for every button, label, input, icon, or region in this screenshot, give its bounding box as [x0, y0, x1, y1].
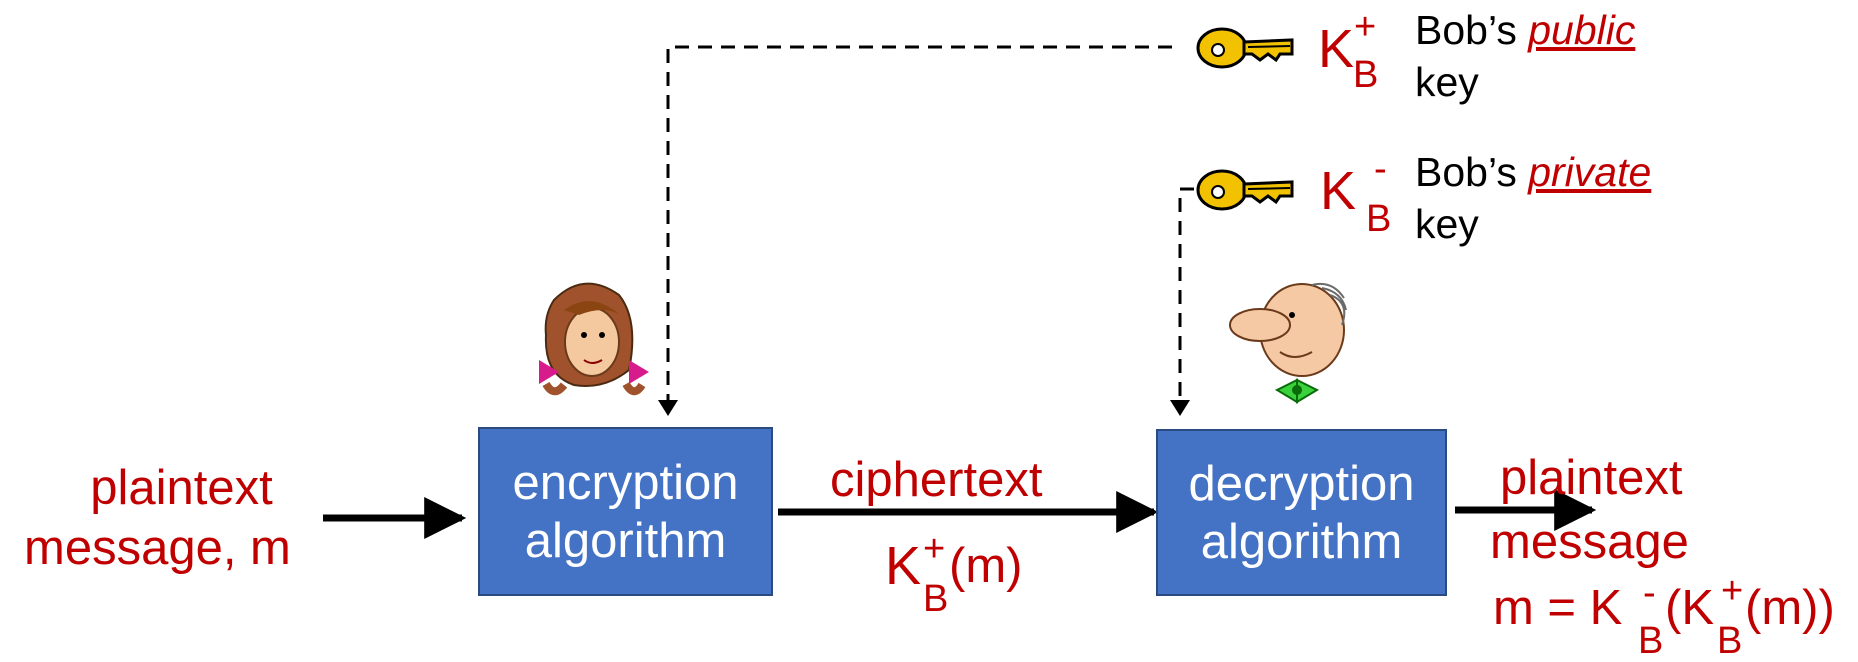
- private-key-sup: -: [1374, 148, 1387, 190]
- alice-face-icon: [539, 282, 649, 396]
- ciphertext-k-sub: B: [923, 578, 949, 620]
- public-key-kind: public: [1528, 7, 1636, 53]
- public-key-owner: Bob’s: [1415, 7, 1529, 53]
- ciphertext-formula: K + B (m): [885, 530, 1025, 620]
- encrypt-line2: algorithm: [524, 513, 727, 568]
- private-key-owner: Bob’s: [1415, 149, 1529, 195]
- ciphertext-label: ciphertext: [830, 453, 1043, 507]
- output-formula: m = K - B (K + B (m)): [1493, 572, 1853, 660]
- private-key-description: Bob’s private key: [1415, 146, 1651, 250]
- output-open: (K: [1665, 581, 1714, 635]
- output-sup2: +: [1721, 570, 1744, 612]
- input-label: plaintext: [64, 460, 299, 516]
- private-key-k: K: [1320, 161, 1357, 221]
- input-line2: message, m: [24, 521, 291, 575]
- input-label-2: message, m: [24, 520, 291, 576]
- ciphertext-arg: (m): [949, 539, 1023, 593]
- key-icon: [1196, 169, 1294, 211]
- decrypt-line1: decryption: [1188, 456, 1415, 511]
- private-key-symbol: K - B: [1320, 148, 1392, 240]
- public-key-word: key: [1415, 59, 1479, 105]
- ciphertext-k: K: [885, 536, 922, 596]
- output-close: (m)): [1745, 581, 1835, 635]
- key-icon: [1196, 27, 1294, 69]
- public-key-k: K: [1318, 19, 1355, 79]
- output-line2: message: [1490, 515, 1689, 569]
- output-sup1: -: [1643, 572, 1656, 614]
- encryption-algorithm-box: encryption algorithm: [478, 427, 773, 596]
- public-key-symbol: K + B: [1318, 8, 1388, 98]
- encrypt-line1: encryption: [512, 455, 739, 510]
- output-eq-prefix: m = K: [1493, 581, 1623, 635]
- private-key-kind: private: [1528, 149, 1652, 195]
- output-line1: plaintext: [1500, 451, 1683, 505]
- output-sub1: B: [1638, 620, 1664, 662]
- public-key-sub: B: [1353, 54, 1379, 96]
- bob-face-icon: [1229, 282, 1347, 404]
- input-line1: plaintext: [90, 461, 273, 515]
- output-sub2: B: [1717, 620, 1743, 662]
- private-key-sub: B: [1366, 198, 1392, 240]
- private-key-word: key: [1415, 201, 1479, 247]
- decrypt-line2: algorithm: [1200, 514, 1403, 569]
- ciphertext-k-sup: +: [923, 528, 946, 570]
- decryption-algorithm-box: decryption algorithm: [1156, 429, 1447, 596]
- public-key-dashed-line: [666, 45, 1172, 412]
- public-key-sup: +: [1354, 6, 1377, 48]
- public-key-description: Bob’s public key: [1415, 4, 1635, 108]
- private-key-dashed-line: [1178, 187, 1194, 412]
